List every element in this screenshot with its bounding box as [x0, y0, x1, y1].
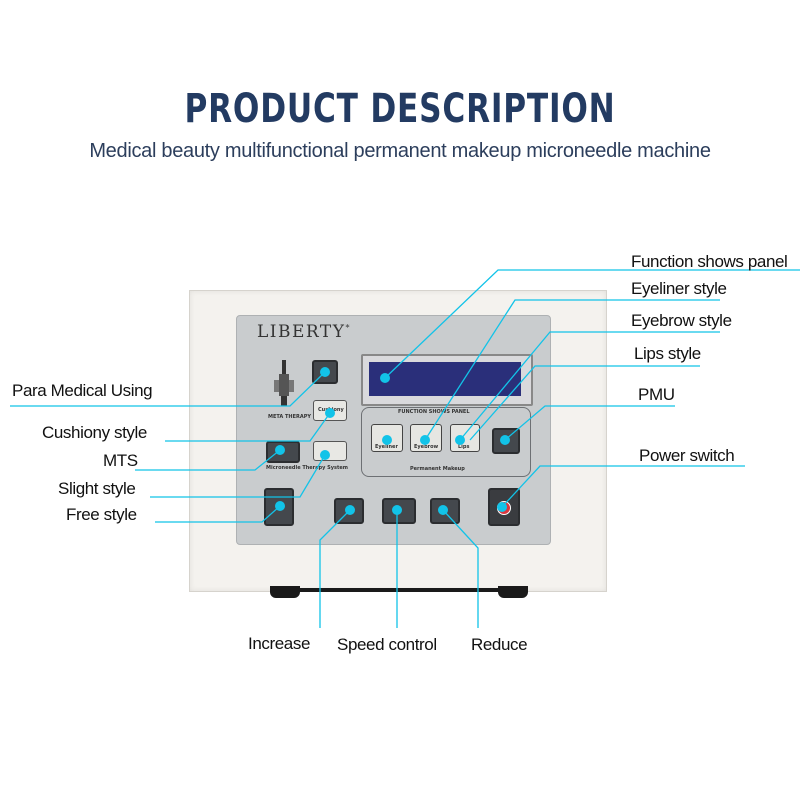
callout-pmu: PMU	[638, 385, 675, 404]
callout-dot	[455, 435, 465, 445]
callout-dot	[438, 505, 448, 515]
eyebrow-button-label: Eyebrow	[414, 444, 439, 450]
callout-speed-control: Speed control	[337, 635, 437, 654]
callout-reduce: Reduce	[471, 635, 528, 654]
function-display-panel	[361, 354, 533, 406]
callout-dot	[382, 435, 392, 445]
callout-slight-style: Slight style	[58, 479, 136, 498]
callout-dot	[497, 502, 507, 512]
page-subtitle: Medical beauty multifunctional permanent…	[89, 140, 711, 162]
callout-function-shows-panel: Function shows panel	[631, 252, 788, 271]
device-stand-bar	[282, 588, 518, 592]
callout-eyebrow-style: Eyebrow style	[631, 311, 732, 330]
callout-dot	[500, 435, 510, 445]
callout-para-medical-using: Para Medical Using	[12, 381, 153, 400]
function-panel-label: FUNCTION SHOWS PANEL	[398, 409, 470, 415]
callout-increase: Increase	[248, 634, 311, 653]
lcd-screen	[369, 362, 521, 396]
callout-dot	[275, 445, 285, 455]
callout-free-style: Free style	[66, 505, 137, 524]
brand-logo: LIBERTY*	[257, 322, 351, 342]
callout-dot	[392, 505, 402, 515]
callout-dot	[380, 373, 390, 383]
microneedle-label: Microneedle Therapy System	[266, 465, 348, 471]
callout-dot	[275, 501, 285, 511]
callout-eyeliner-style: Eyeliner style	[631, 279, 727, 298]
callout-mts: MTS	[103, 451, 138, 470]
callout-power-switch: Power switch	[639, 446, 735, 465]
meta-therapy-label: META THERAPY	[268, 414, 312, 420]
callout-dot	[420, 435, 430, 445]
power-switch-button[interactable]	[488, 488, 520, 526]
callout-dot	[320, 450, 330, 460]
page-title: PRODUCT DESCRIPTION	[184, 86, 616, 132]
callout-dot	[320, 367, 330, 377]
eyeliner-button-label: Eyeliner	[375, 444, 398, 450]
callout-lips-style: Lips style	[634, 344, 701, 363]
callout-dot	[325, 408, 335, 418]
handpiece-icon	[274, 360, 294, 406]
callout-cushiony-style: Cushiony style	[42, 423, 147, 442]
callout-dot	[345, 505, 355, 515]
lips-button-label: Lips	[458, 444, 470, 450]
permanent-makeup-label: Permanent Makeup	[410, 466, 465, 472]
